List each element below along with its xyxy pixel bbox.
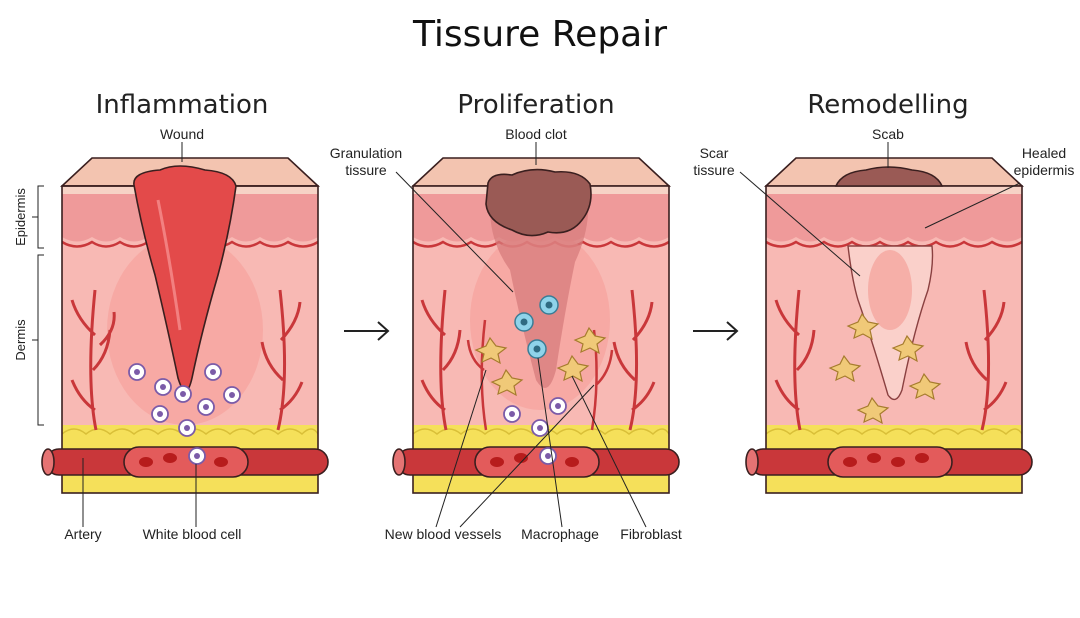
label-granulation-line1: Granulation <box>330 145 402 161</box>
layer-brackets: Epidermis Dermis <box>13 185 44 426</box>
macrophage <box>514 312 534 332</box>
stage-title-inflammation: Inflammation <box>96 90 269 120</box>
label-fibroblast: Fibroblast <box>620 526 682 542</box>
leader-lines <box>82 142 1021 528</box>
label-new-blood-vessels: New blood vessels <box>385 526 502 542</box>
fibroblast <box>856 396 890 425</box>
panel-inflammation <box>41 157 329 494</box>
fibroblast <box>908 372 942 401</box>
dermis-side-label: Dermis <box>13 319 28 361</box>
white-blood-cells-proliferation <box>503 397 567 437</box>
artery-proliferation <box>392 446 680 478</box>
label-healed-line2: epidermis <box>1014 162 1075 178</box>
label-healed-line1: Healed <box>1022 145 1066 161</box>
stage-title-proliferation: Proliferation <box>457 90 614 120</box>
label-granulation-line2: tissure <box>345 162 386 178</box>
macrophage <box>539 295 559 315</box>
fibroblasts-proliferation <box>474 326 607 397</box>
artery-remodelling <box>745 446 1033 478</box>
label-scab: Scab <box>872 126 904 142</box>
fibroblast <box>490 368 524 397</box>
panel-proliferation <box>392 157 680 494</box>
fibroblasts-remodelling <box>828 312 942 425</box>
fibroblast <box>474 336 508 365</box>
fibroblast <box>891 334 925 363</box>
new-blood-vessel <box>466 319 488 431</box>
fibroblast <box>573 326 607 355</box>
label-macrophage: Macrophage <box>521 526 599 542</box>
label-scar-line1: Scar <box>700 145 729 161</box>
macrophages <box>514 295 559 359</box>
macrophage <box>527 339 547 359</box>
diagram-title: Tissure Repair <box>412 14 667 55</box>
wound <box>133 165 237 392</box>
arrow-proliferation-to-remodelling <box>693 321 739 341</box>
label-blood-clot: Blood clot <box>505 126 567 142</box>
artery-inflammation <box>41 446 329 478</box>
white-blood-cells-inflammation <box>128 363 241 437</box>
label-scar-line2: tissure <box>693 162 734 178</box>
arrow-inflammation-to-proliferation <box>344 321 390 341</box>
fibroblast <box>828 354 862 383</box>
granulation-tissue <box>489 200 589 388</box>
panel-remodelling <box>745 157 1033 494</box>
epidermis-side-label: Epidermis <box>13 188 28 246</box>
fibroblast <box>556 354 590 383</box>
label-white-blood-cell: White blood cell <box>143 526 242 542</box>
fibroblast <box>846 312 880 341</box>
label-artery: Artery <box>64 526 101 542</box>
scab <box>834 166 944 187</box>
label-wound: Wound <box>160 126 204 142</box>
stage-title-remodelling: Remodelling <box>807 90 968 120</box>
blood-clot <box>485 168 592 237</box>
